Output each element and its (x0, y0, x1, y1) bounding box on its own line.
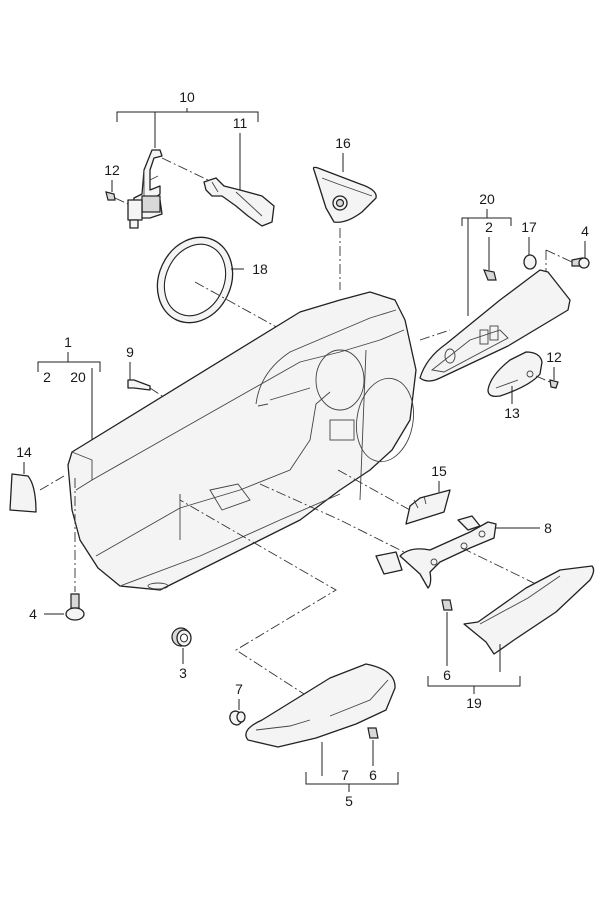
part-7-spacer[interactable] (228, 709, 246, 726)
callout-10[interactable]: 10 (179, 89, 195, 105)
callout-17[interactable]: 17 (521, 219, 537, 235)
part-6-clip-right[interactable] (441, 599, 453, 611)
dash-4-right (545, 249, 573, 290)
part-2-clip[interactable] (483, 269, 497, 281)
callout-5-sub-7[interactable]: 7 (341, 767, 349, 783)
callout-5[interactable]: 5 (345, 793, 353, 809)
callout-7-left[interactable]: 7 (235, 681, 243, 697)
callout-15[interactable]: 15 (431, 463, 447, 479)
bracket-19 (427, 676, 521, 694)
callout-6-right[interactable]: 6 (443, 667, 451, 683)
bracket-1 (37, 352, 101, 440)
part-4-screw-left[interactable] (65, 593, 85, 621)
callout-10-group: 10 (116, 89, 259, 148)
callout-8[interactable]: 8 (544, 520, 552, 536)
callout-18[interactable]: 18 (252, 261, 268, 277)
dash-panel-5 (179, 494, 337, 695)
dash-8-19 (461, 547, 541, 587)
dash-panel-15 (337, 469, 411, 511)
callout-14[interactable]: 14 (16, 444, 32, 460)
part-14-end-cap[interactable] (9, 473, 37, 513)
callout-1-sub-20[interactable]: 20 (70, 369, 86, 385)
part-8-handle-bracket[interactable] (375, 515, 497, 589)
callout-4-right[interactable]: 4 (581, 223, 589, 239)
callout-13[interactable]: 13 (504, 405, 520, 421)
callout-4-left[interactable]: 4 (29, 606, 37, 622)
callout-5-sub-6[interactable]: 6 (369, 767, 377, 783)
callout-16[interactable]: 16 (335, 135, 351, 151)
part-3-grommet[interactable] (171, 627, 192, 647)
callout-19[interactable]: 19 (466, 695, 482, 711)
callout-20[interactable]: 20 (479, 191, 495, 207)
part-18-speaker-ring[interactable] (144, 225, 246, 335)
part-1-door-panel[interactable] (67, 291, 420, 591)
part-13-cover[interactable] (487, 351, 543, 398)
callout-3[interactable]: 3 (179, 665, 187, 681)
callout-1[interactable]: 1 (64, 334, 72, 350)
callout-9[interactable]: 9 (126, 344, 134, 360)
part-11-pull-strap[interactable] (203, 177, 275, 227)
callout-11[interactable]: 11 (233, 115, 248, 131)
dash-panel-8 (259, 483, 421, 561)
bracket-10 (116, 108, 259, 148)
dash-10-11 (161, 157, 209, 181)
dash-12-top (114, 197, 129, 205)
part-15-trim-cover[interactable] (405, 489, 451, 525)
part-6-clip-armrest[interactable] (367, 727, 379, 739)
part-16-mirror-panel[interactable] (312, 166, 377, 223)
callout-12-top[interactable]: 12 (104, 162, 120, 178)
callout-2[interactable]: 2 (485, 219, 493, 235)
part-10-opener[interactable] (127, 149, 163, 229)
part-9-bolt[interactable] (127, 379, 151, 391)
part-12-screw-top[interactable] (105, 191, 116, 201)
part-17-seal[interactable] (523, 254, 537, 270)
part-20-switch-panel[interactable] (419, 269, 571, 382)
callout-1-sub-2[interactable]: 2 (43, 369, 51, 385)
part-5-armrest[interactable] (245, 663, 396, 748)
part-19-grab-trim[interactable] (463, 565, 595, 655)
dash-14 (39, 475, 65, 491)
bracket-20 (461, 209, 512, 316)
dash-9 (149, 387, 163, 397)
callout-12-right[interactable]: 12 (546, 349, 562, 365)
part-4-screw-right[interactable] (571, 257, 590, 269)
part-12-screw-right[interactable] (549, 379, 559, 389)
bracket-5 (305, 772, 399, 792)
dash-12-right (535, 375, 551, 383)
dash-20 (419, 329, 451, 341)
